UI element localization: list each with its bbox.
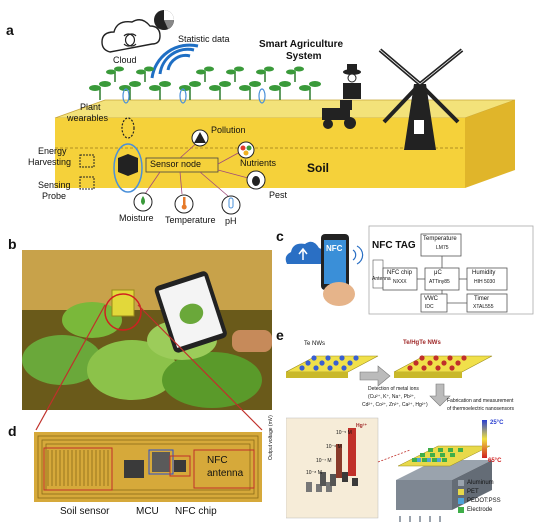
- tractor-icon: [322, 100, 356, 129]
- nfc-phone-label: NFC: [326, 244, 343, 253]
- cloud-icon: [101, 19, 161, 53]
- vwc-box-label: VWC: [424, 296, 438, 302]
- nfc-antenna-line2: antenna: [207, 468, 244, 479]
- te-hgte-nws-substrate: [393, 355, 493, 378]
- legend-label-pedot: PEDOT:PSS: [467, 497, 501, 504]
- panel-letter-d: d: [8, 423, 17, 439]
- conc-label-4: 10⁻⁵ M: [336, 430, 352, 436]
- farmer-icon: [343, 64, 361, 99]
- temp-cold-label: 65°C: [488, 458, 502, 464]
- sensing-probe-line1: Sensing: [38, 180, 71, 190]
- legend-item-electrode: Electrode: [458, 505, 501, 514]
- pie-chart-icon: [154, 10, 174, 30]
- humidity-box-label: Humidity: [472, 270, 496, 276]
- nanosensor-illustration: [286, 355, 493, 522]
- panel-letter-b: b: [8, 236, 17, 252]
- detection-line1: Detection of metal ions: [368, 386, 419, 392]
- temp-hot-label: 25°C: [490, 420, 504, 426]
- energy-harvesting-line2: Harvesting: [28, 157, 72, 167]
- pest-label: Pest: [269, 190, 288, 200]
- vwc-box-sub: IDC: [425, 304, 434, 310]
- nfc-chip-box-label: NFC chip: [387, 270, 413, 276]
- plants-row: [89, 66, 321, 100]
- temperature-label: Temperature: [165, 215, 216, 225]
- nfc-chip-label: NFC chip: [175, 506, 217, 517]
- antenna-label: Antenna: [372, 276, 391, 282]
- hg-label: Hg²⁺: [356, 423, 367, 429]
- legend-swatch-aluminum: [458, 479, 464, 486]
- legend-swatch-pet: [458, 488, 464, 495]
- te-nws-label: Te NWs: [304, 341, 325, 347]
- mcu-label: MCU: [136, 506, 159, 517]
- plant-wearables-line1: Plant: [80, 102, 101, 112]
- nfc-chip-box-sub: NXXX: [393, 279, 407, 285]
- moisture-label: Moisture: [119, 213, 154, 223]
- legend-swatch-pedot: [458, 497, 464, 504]
- panel-letter-c: c: [276, 228, 284, 244]
- ph-probe-icon: [221, 195, 241, 215]
- legend-item-pedot: PEDOT:PSS: [458, 496, 501, 505]
- system-title-line1: Smart Agriculture: [259, 39, 344, 50]
- te-hgte-nws-label: Te/HgTe NWs: [403, 340, 441, 346]
- conc-label-3: 10⁻⁶ M: [326, 444, 342, 450]
- soil-slab: [54, 99, 516, 188]
- legend-label-pet: PET: [467, 488, 479, 495]
- pollution-icon: [191, 129, 209, 147]
- bar-chart-3d: [286, 417, 379, 519]
- system-title-line2: System: [286, 51, 322, 62]
- output-voltage-axis-label: Output voltage (mV): [268, 415, 274, 460]
- detection-line3: Cd²⁺, Co²⁺, Zn²⁺, Ca²⁺, Hg²⁺): [362, 402, 428, 408]
- legend-item-pet: PET: [458, 487, 501, 496]
- legend: Aluminum PET PEDOT:PSS Electrode: [458, 478, 501, 514]
- legend-swatch-electrode: [458, 506, 464, 513]
- te-nws-substrate: [286, 355, 379, 378]
- thermometer-icon: [174, 194, 194, 214]
- conc-label-2: 10⁻⁷ M: [316, 458, 332, 464]
- uc-box-sub: ATTiny85: [429, 279, 450, 285]
- sensor-node-label: Sensor node: [150, 159, 202, 169]
- nfc-antenna-line1: NFC: [207, 455, 228, 466]
- plant-sensor-tags: [121, 88, 266, 139]
- energy-harvesting-line1: Energy: [38, 146, 67, 156]
- pollution-label: Pollution: [211, 125, 246, 135]
- soil-label: Soil: [307, 161, 330, 175]
- nfc-block-diagram: [285, 225, 534, 315]
- statistic-data-label: Statistic data: [178, 34, 230, 44]
- fabrication-line1: Fabrication and measurement: [447, 398, 514, 404]
- temperature-box-label: Temperature: [423, 236, 457, 242]
- temperature-box-sub: LM75: [436, 245, 449, 251]
- ph-label: pH: [225, 216, 237, 226]
- nutrients-label: Nutrients: [240, 158, 277, 168]
- soil-sensor-label: Soil sensor: [60, 506, 110, 517]
- detection-line2: (Cu²⁺, K⁺, Na⁺, Pb²⁺,: [368, 394, 416, 400]
- timer-box-label: Timer: [474, 296, 490, 302]
- humidity-box-sub: HIH 5030: [474, 279, 496, 285]
- legend-label-aluminum: Aluminum: [467, 479, 494, 486]
- cloud-label: Cloud: [113, 55, 137, 65]
- windmill-icon: [378, 48, 464, 150]
- wifi-icon: [150, 43, 199, 79]
- panel-a-illustration: [54, 10, 516, 215]
- moisture-icon: [133, 192, 153, 212]
- conc-label-1: 10⁻⁸ M: [306, 470, 322, 476]
- nfc-board-photo: [34, 432, 262, 502]
- plant-wearables-line2: wearables: [67, 113, 109, 123]
- nfc-tag-title: NFC TAG: [372, 240, 416, 251]
- pest-icon: [246, 170, 266, 190]
- temperature-gradient-bar: [482, 420, 487, 458]
- legend-item-aluminum: Aluminum: [458, 478, 501, 487]
- panel-letter-e: e: [276, 327, 284, 343]
- legend-label-electrode: Electrode: [467, 506, 493, 513]
- uc-box-label: μC: [434, 270, 442, 276]
- nutrients-icon: [237, 141, 255, 159]
- plant-photo: [22, 250, 272, 410]
- panel-letter-a: a: [6, 22, 14, 38]
- sensing-probe-line2: Probe: [42, 191, 67, 201]
- fabrication-line2: of thermoelectric nanosensors: [447, 406, 514, 412]
- thermoelectric-device: [377, 445, 492, 522]
- timer-box-sub: XTAL555: [473, 304, 494, 310]
